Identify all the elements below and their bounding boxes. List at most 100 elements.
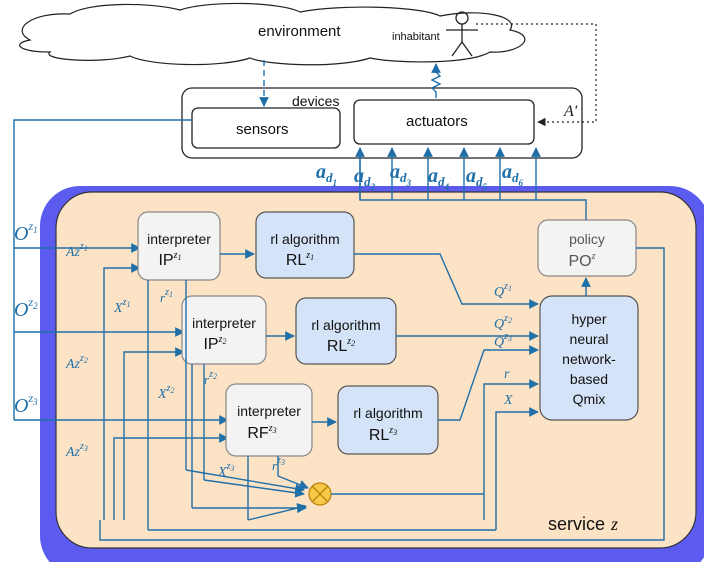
observation-label-2: Oz2 xyxy=(14,295,38,321)
observation-label-3: Oz3 xyxy=(14,391,38,417)
svg-text:Qz3: Qz3 xyxy=(494,331,512,350)
actuators-label: actuators xyxy=(406,113,468,130)
interpreter-box-2 xyxy=(181,295,267,365)
svg-text:Azz3: Azz3 xyxy=(65,441,88,460)
inhabitant-icon xyxy=(446,11,478,57)
svg-text:rz2: rz2 xyxy=(204,369,217,387)
rl-title-3: rl algorithm xyxy=(353,405,422,421)
x-label-3: Xz3 xyxy=(217,461,234,480)
r-label-2: rz2 xyxy=(204,369,217,387)
svg-text:Xz1: Xz1 xyxy=(113,297,130,316)
mixer-x-label: X xyxy=(503,393,513,408)
rl-code-2: RLz2 xyxy=(327,336,355,355)
az-line-1 xyxy=(103,263,141,520)
environment-cloud xyxy=(19,2,526,66)
x-label-2: Xz2 xyxy=(157,383,174,402)
rl-title-2: rl algorithm xyxy=(311,317,380,333)
interpreter-title-3: interpreter xyxy=(237,403,301,419)
interpreter-title-2: interpreter xyxy=(192,315,256,331)
qmix-box xyxy=(539,295,639,421)
action-arrows xyxy=(355,147,541,200)
q3-line xyxy=(438,345,539,421)
inhabitant-label: inhabitant xyxy=(392,31,440,43)
svg-text:rz3: rz3 xyxy=(272,455,285,473)
az-line-3 xyxy=(113,433,229,520)
r1-to-sum-arrow xyxy=(185,469,305,494)
svg-text:Oz2: Oz2 xyxy=(14,295,38,321)
r-into-qmix-line xyxy=(483,379,539,520)
svg-text:rz1: rz1 xyxy=(160,287,173,305)
r-label-3: rz3 xyxy=(272,455,285,473)
svg-text:ad1: ad1 xyxy=(316,161,337,188)
svg-text:Qz2: Qz2 xyxy=(494,313,512,332)
svg-text:Azz2: Azz2 xyxy=(65,353,88,372)
r2-to-sum-arrow xyxy=(203,479,305,498)
rl-box-1 xyxy=(255,211,355,279)
qmix-line-1: hyper xyxy=(571,311,606,327)
service-area xyxy=(55,191,697,549)
az-label-3: Azz3 xyxy=(65,441,88,460)
policy-feedback-loop xyxy=(99,247,665,541)
qmix-line-5: Qmix xyxy=(573,391,606,407)
sum-node-icon xyxy=(308,482,332,506)
action-label-4: ad4 xyxy=(428,165,450,192)
rl-code-1: RLz1 xyxy=(286,250,314,269)
rl-box-2 xyxy=(295,297,397,365)
sensors-label: sensors xyxy=(236,121,289,138)
action-label-1: ad1 xyxy=(316,161,337,188)
rl-title-1: rl algorithm xyxy=(270,231,339,247)
rl-code-3: RLz3 xyxy=(369,425,397,444)
svg-text:ad2: ad2 xyxy=(354,165,376,192)
observation-label-1: Oz1 xyxy=(14,219,38,245)
interpreter-box-3 xyxy=(225,383,313,457)
svg-text:Xz2: Xz2 xyxy=(157,383,174,402)
actuators-box xyxy=(353,99,535,145)
q1-line xyxy=(354,253,539,309)
svg-text:ad5: ad5 xyxy=(466,165,488,192)
interpreter-code-1: IPz1 xyxy=(158,250,181,269)
action-label-2: ad2 xyxy=(354,165,376,192)
interpreter-title-1: interpreter xyxy=(147,231,211,247)
sensors-box xyxy=(191,107,341,149)
svg-text:ad3: ad3 xyxy=(390,161,412,188)
action-label-3: ad3 xyxy=(390,161,412,188)
svg-text:Azz1: Azz1 xyxy=(65,241,88,260)
svg-text:Xz3: Xz3 xyxy=(217,461,234,480)
interpreter-code-3: RFz3 xyxy=(247,423,276,442)
svg-text:Oz1: Oz1 xyxy=(14,219,38,245)
svg-text:Qz1: Qz1 xyxy=(494,281,512,300)
x-into-qmix-line xyxy=(495,407,539,530)
svg-text:ad6: ad6 xyxy=(502,161,524,188)
devices-label: devices xyxy=(292,93,339,109)
q-label-3: Qz3 xyxy=(494,331,512,350)
q-label-1: Qz1 xyxy=(494,281,512,300)
interpreter-box-1 xyxy=(137,211,221,281)
x-label-1: Xz1 xyxy=(113,297,130,316)
x3-to-bus-arrow xyxy=(247,503,307,521)
sensors-output-bus xyxy=(13,119,192,420)
mixer-r-label: r xyxy=(504,367,510,382)
actuators-to-inhabitant-arrow xyxy=(430,63,442,98)
q-label-2: Qz2 xyxy=(494,313,512,332)
az-line-2 xyxy=(123,347,185,520)
feedback-label: A' xyxy=(563,103,578,120)
qmix-line-3: network- xyxy=(562,351,616,367)
svg-text:Oz3: Oz3 xyxy=(14,391,38,417)
qmix-line-2: neural xyxy=(570,331,609,347)
az-label-2: Azz2 xyxy=(65,353,88,372)
interpreter-code-2: IPz2 xyxy=(203,334,226,353)
r-label-1: rz1 xyxy=(160,287,173,305)
action-label-6: ad6 xyxy=(502,161,524,188)
policy-title: policy xyxy=(569,231,605,247)
r3-to-sum-arrow xyxy=(277,475,309,490)
policy-code: POz xyxy=(568,251,595,270)
inhabitant-feedback-arrow xyxy=(476,23,597,127)
qmix-line-4: based xyxy=(570,371,608,387)
action-label-5: ad5 xyxy=(466,165,488,192)
svg-text:ad4: ad4 xyxy=(428,165,450,192)
az-label-1: Azz1 xyxy=(65,241,88,260)
environment-label: environment xyxy=(258,23,341,40)
